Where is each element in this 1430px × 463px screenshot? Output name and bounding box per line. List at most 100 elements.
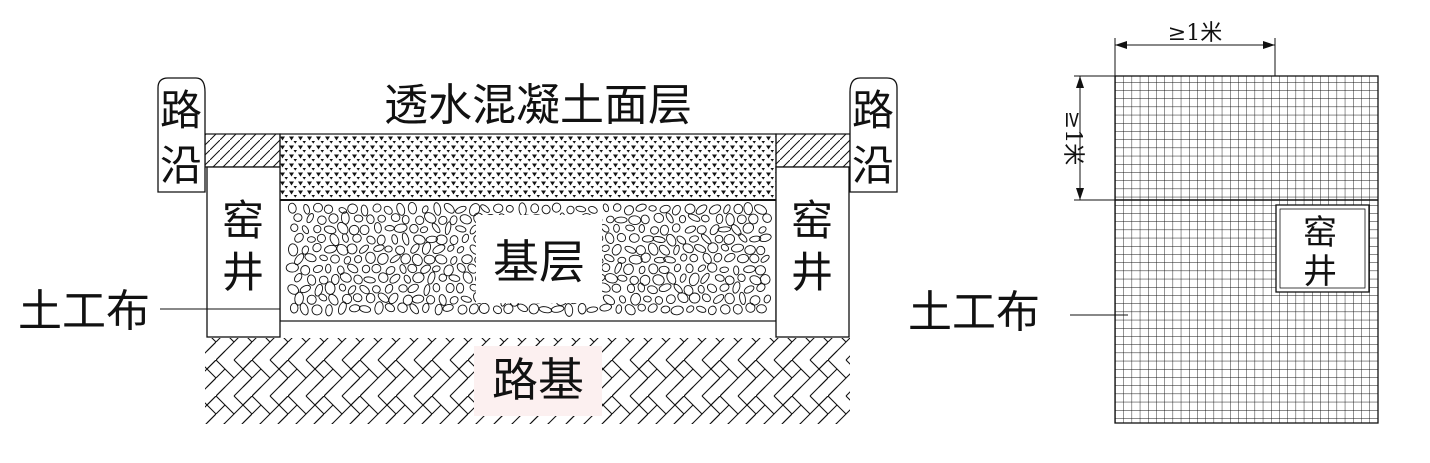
pebble [352,293,363,303]
pebble [438,294,447,306]
pebble [434,254,448,265]
pebble [624,205,634,216]
pebble [287,202,297,214]
pebble [354,255,363,264]
pebble [299,284,311,294]
pebble [407,283,419,294]
pebble [347,203,358,215]
pebble [378,272,389,283]
pebble [666,272,677,285]
pebble [339,272,352,283]
pebble [460,295,472,303]
pebble [666,294,676,305]
pebble [434,303,443,316]
pebble [366,214,375,224]
base-label-bg [476,215,602,303]
pebble [714,234,724,244]
curb-left [157,77,206,193]
manhole-right [775,166,850,338]
pebble [650,226,659,235]
dim-v-arrow-top [1076,76,1084,88]
pebble [423,254,436,265]
pebble [301,225,310,235]
pebble [398,284,408,293]
pebble [756,245,766,256]
pebble [626,283,636,294]
pebble [749,235,762,243]
pebble [363,276,376,284]
pebble [306,213,314,224]
pebble [372,203,382,213]
plan-view: 窑 井 ≥1米 ≥1米 土工布 [908,21,1379,424]
pebble [679,273,687,283]
pebble [564,303,574,317]
pebble [684,225,697,234]
pebble [707,262,718,273]
pebble [517,303,529,313]
pebble [723,233,736,245]
pebble [566,205,575,215]
pebble [760,254,770,263]
pebble [658,283,672,292]
pebble [629,275,639,285]
pebble [306,294,317,305]
pebble [374,301,384,315]
dim-v-arrow-bottom [1076,188,1084,200]
pebble [318,275,329,285]
pebble [680,253,688,262]
pebble [689,253,699,263]
pebble [652,274,665,286]
pebble [745,302,756,313]
pebble [328,213,339,224]
pebble [304,253,317,263]
pebble [371,263,382,274]
pebble [384,303,395,313]
curb-hatch-right [775,133,851,168]
pebble [294,232,304,243]
pebble [318,293,328,302]
pebble [617,256,627,264]
pebble [290,223,299,232]
pebble [707,242,719,254]
pebble [421,241,432,255]
pebble [586,306,599,313]
pebble [288,243,299,257]
pebble [377,292,390,303]
pebble [306,236,316,243]
pebble [599,303,612,312]
pebble [614,216,628,224]
pebble [426,295,436,305]
pebble [384,245,393,253]
pebble [730,224,742,236]
pebble [424,212,437,224]
pebble [449,235,459,246]
pebble [723,204,731,215]
pebble [449,296,459,305]
pebble [736,214,747,225]
pebble [401,214,410,225]
pebble [397,302,408,313]
pebble [412,272,425,284]
pebble [688,272,700,287]
pebble [385,266,396,275]
pebble [442,303,454,312]
pebble [401,232,410,246]
pebble [478,302,490,314]
pebble [480,204,490,213]
pebble [407,263,418,274]
surface-layer-label: 透水混凝土面层 [384,80,692,131]
pebble [736,254,750,264]
pebble [637,303,646,312]
pebble [388,292,399,305]
pebble [733,265,740,276]
pebble [384,283,394,294]
pebble [337,301,347,315]
pebble [373,244,385,252]
pebble [697,285,705,294]
dim-horizontal-label: ≥1米 [1168,21,1222,46]
pebble [443,202,455,214]
pebble [641,235,655,243]
pebble [361,264,371,274]
pebble [714,274,725,282]
pebble [359,284,370,295]
